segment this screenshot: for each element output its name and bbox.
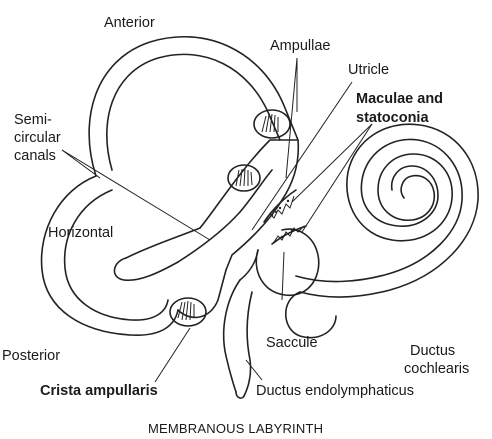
ampulla-anterior bbox=[254, 110, 290, 138]
ductus-cochlearis bbox=[286, 124, 478, 337]
label-anterior: Anterior bbox=[104, 15, 155, 31]
label-maculae-line2: statoconia bbox=[356, 110, 429, 126]
label-ductus-cochlearis-line1: Ductus bbox=[410, 343, 455, 359]
label-ductus-endolymphaticus: Ductus endolymphaticus bbox=[256, 383, 414, 399]
posterior-canal bbox=[42, 176, 178, 335]
label-maculae-line1: Maculae and bbox=[356, 91, 443, 107]
label-saccule: Saccule bbox=[266, 335, 318, 351]
label-semicircular-line2: circular bbox=[14, 130, 61, 146]
anterior-canal bbox=[89, 37, 298, 176]
label-semicircular-line1: Semi- bbox=[14, 112, 52, 128]
utricle-body bbox=[178, 140, 298, 270]
label-posterior: Posterior bbox=[2, 348, 60, 364]
diagram-caption: MEMBRANOUS LABYRINTH bbox=[148, 421, 323, 436]
ductus-endolymphaticus bbox=[224, 280, 252, 398]
label-ductus-cochlearis-line2: cochlearis bbox=[404, 361, 469, 377]
ampulla-posterior bbox=[170, 298, 206, 326]
label-ampullae: Ampullae bbox=[270, 38, 330, 54]
label-semicircular-line3: canals bbox=[14, 148, 56, 164]
label-horizontal: Horizontal bbox=[48, 225, 113, 241]
label-utricle: Utricle bbox=[348, 62, 389, 78]
label-crista-ampullaris: Crista ampullaris bbox=[40, 383, 158, 399]
horizontal-canal bbox=[114, 228, 226, 317]
